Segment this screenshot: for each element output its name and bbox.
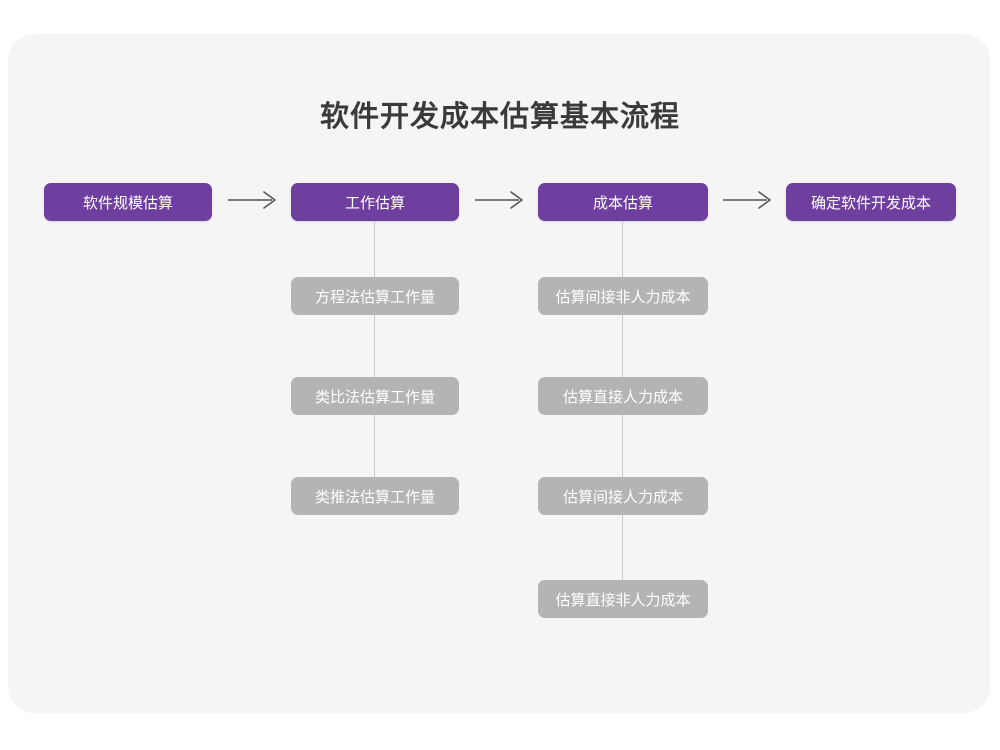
substep-box-indirect-labor-cost[interactable]: 估算间接人力成本 <box>538 477 708 515</box>
substep-box-direct-labor-cost[interactable]: 估算直接人力成本 <box>538 377 708 415</box>
page-title: 软件开发成本估算基本流程 <box>319 101 680 133</box>
substep-label: 估算间接人力成本 <box>562 488 683 506</box>
stage-box-determine-development-cost[interactable]: 确定软件开发成本 <box>786 183 956 221</box>
substep-label: 类推法估算工作量 <box>314 488 435 506</box>
substep-box-equation-method-effort[interactable]: 方程法估算工作量 <box>291 277 459 315</box>
stage-box-software-scale-estimation[interactable]: 软件规模估算 <box>44 183 212 221</box>
stage-box-cost-estimation[interactable]: 成本估算 <box>538 183 708 221</box>
diagram-card <box>8 34 990 713</box>
arrow-stage2-to-stage3 <box>475 188 527 212</box>
arrow-stage1-to-stage2 <box>228 188 280 212</box>
substep-label: 估算间接非人力成本 <box>555 288 691 306</box>
substep-label: 估算直接非人力成本 <box>555 591 691 609</box>
stage-label: 确定软件开发成本 <box>810 194 931 212</box>
substep-label: 方程法估算工作量 <box>314 288 435 306</box>
substep-label: 类比法估算工作量 <box>314 388 435 406</box>
stage-label: 成本估算 <box>592 194 653 212</box>
substep-box-indirect-nonlabor-cost[interactable]: 估算间接非人力成本 <box>538 277 708 315</box>
substep-box-direct-nonlabor-cost[interactable]: 估算直接非人力成本 <box>538 580 708 618</box>
substep-box-inference-method-effort[interactable]: 类推法估算工作量 <box>291 477 459 515</box>
substep-label: 估算直接人力成本 <box>562 388 683 406</box>
arrow-stage3-to-stage4 <box>723 188 775 212</box>
substep-box-analogy-method-effort[interactable]: 类比法估算工作量 <box>291 377 459 415</box>
stage-label: 软件规模估算 <box>82 194 173 212</box>
connector-stage2-vertical <box>374 216 375 498</box>
stage-label: 工作估算 <box>344 194 405 212</box>
stage-box-effort-estimation[interactable]: 工作估算 <box>291 183 459 221</box>
